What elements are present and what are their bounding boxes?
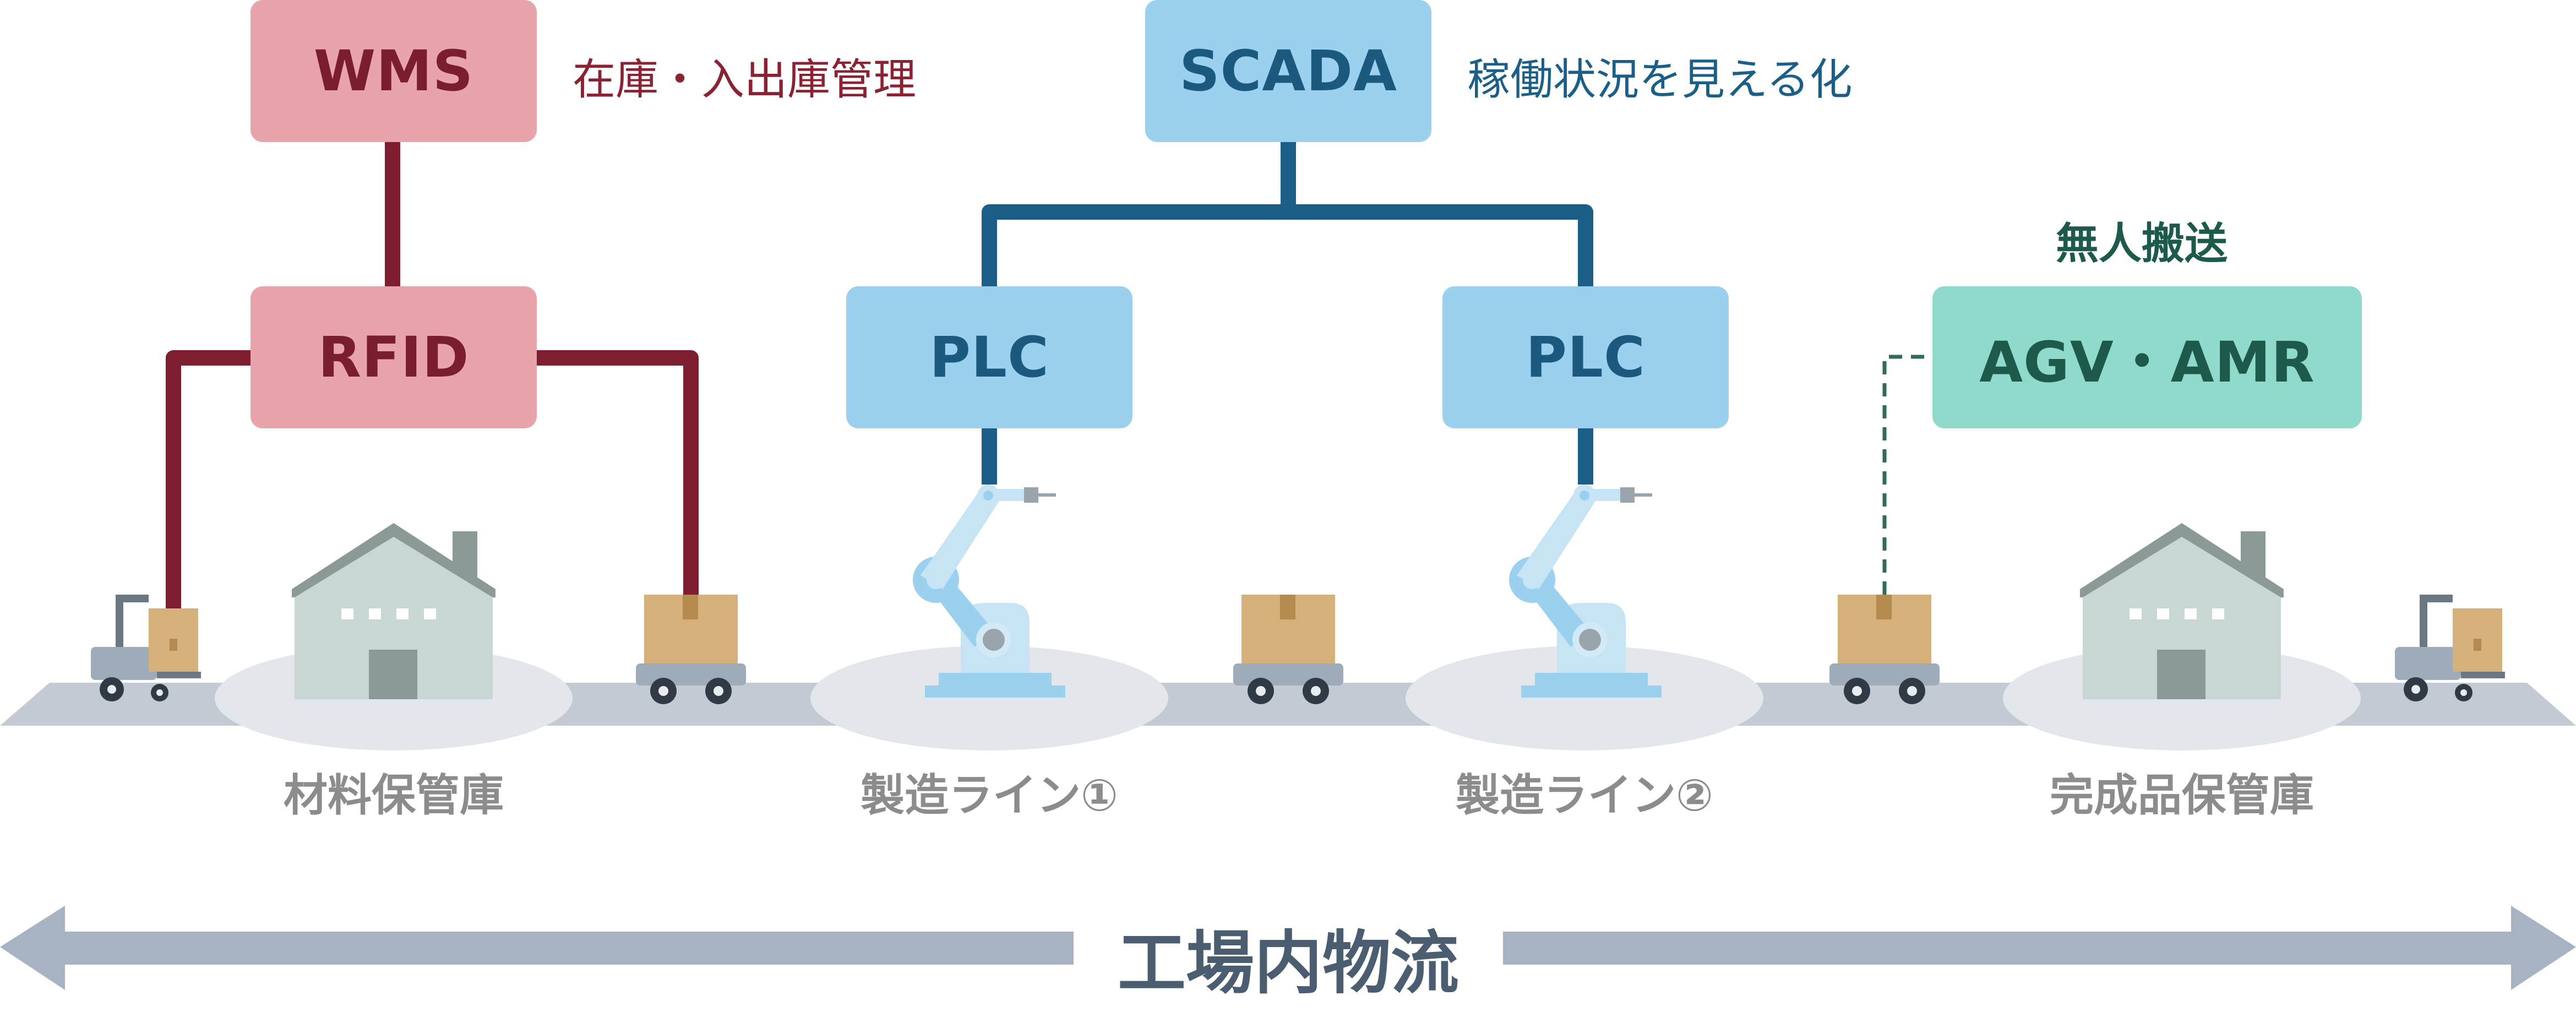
- agv-amr-label: AGV・AMR: [1979, 329, 2315, 395]
- scada-network-lines: [982, 142, 1593, 485]
- flow-title: 工場内物流: [1117, 924, 1459, 1003]
- site-label-line-1: 製造ライン①: [861, 770, 1118, 821]
- cart-icon-agv: [1829, 595, 1940, 704]
- site-label-material-storage: 材料保管庫: [284, 770, 504, 821]
- plc-label-2: PLC: [1526, 324, 1646, 390]
- agv-caption: 無人搬送: [2056, 219, 2228, 269]
- rfid-box: RFID: [250, 286, 537, 428]
- wms-box: WMS: [250, 0, 537, 142]
- forklift-icon-right: [2395, 595, 2505, 701]
- wms-caption: 在庫・入出庫管理: [573, 55, 917, 105]
- scada-box: SCADA: [1145, 0, 1431, 142]
- scada-label: SCADA: [1179, 38, 1397, 104]
- warehouse-icon-material: [292, 523, 495, 699]
- rfid-label: RFID: [318, 324, 470, 390]
- plc-label-1: PLC: [929, 324, 1049, 390]
- forklift-icon-left: [91, 595, 201, 701]
- wms-label: WMS: [313, 38, 474, 104]
- cart-icon-1: [636, 595, 746, 704]
- agv-amr-box: AGV・AMR: [1932, 286, 2362, 428]
- conveyor-floor: [0, 683, 2576, 726]
- scada-caption: 稼働状況を見える化: [1467, 55, 1853, 105]
- site-label-product-storage: 完成品保管庫: [2050, 770, 2314, 821]
- cart-icon-2: [1233, 595, 1343, 704]
- wms-network-lines: [166, 142, 699, 611]
- factory-flow-arrow: [0, 906, 2576, 990]
- site-label-line-2: 製造ライン②: [1456, 770, 1713, 821]
- platform-line-1: [810, 646, 1168, 750]
- plc-box-2: PLC: [1442, 286, 1729, 428]
- warehouse-icon-product: [2080, 523, 2284, 699]
- plc-box-1: PLC: [846, 286, 1132, 428]
- agv-wireless-link: [1882, 355, 1924, 595]
- robot-arm-icon-1: [913, 485, 1065, 698]
- robot-arm-icon-2: [1509, 485, 1662, 698]
- platform-line-2: [1406, 646, 1763, 750]
